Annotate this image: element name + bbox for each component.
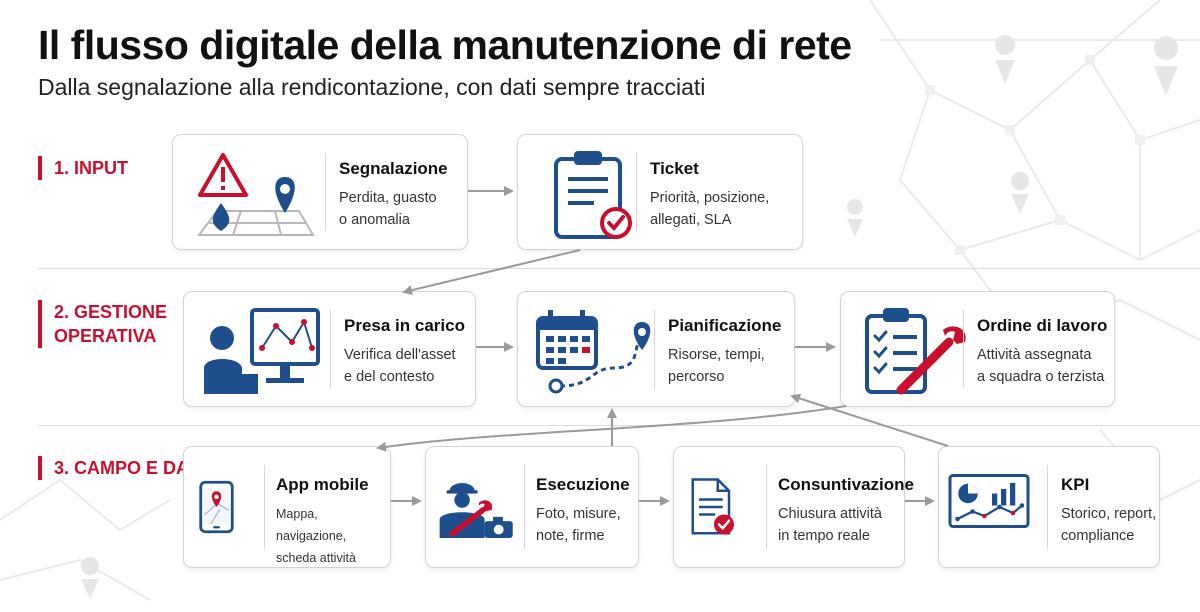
checklist-wrench-icon (865, 308, 966, 395)
section-label-gestione: 2. GESTIONE OPERATIVA (38, 300, 167, 348)
card-title: Esecuzione (536, 475, 630, 494)
description-line: compliance (1061, 528, 1135, 544)
card-description: Verifica dell'asset e del contesto (344, 344, 456, 388)
dashboard-chart-icon (948, 474, 1030, 528)
description-line: Storico, report, (1061, 506, 1157, 522)
page-title: Il flusso digitale della manutenzione di… (38, 22, 852, 68)
card-description: Risorse, tempi, percorso (668, 344, 765, 388)
card-description: Priorità, posizione, allegati, SLA (650, 187, 769, 231)
section-label-campo: 3. CAMPO E DATI (38, 456, 204, 480)
card-description: Storico, report, compliance (1061, 503, 1156, 547)
card-title: Segnalazione (339, 159, 448, 178)
calendar-route-icon (536, 310, 651, 394)
description-line: Attività assegnata (977, 347, 1092, 363)
description-line: Verifica dell'asset (344, 347, 456, 363)
map-pin-icon (275, 177, 295, 213)
description-line: Perdita, guasto (339, 190, 437, 206)
card-ordine-di-lavoro[interactable]: Ordine di lavoro Attività assegnata a sq… (840, 291, 1115, 407)
card-title: Presa in carico (344, 316, 465, 335)
description-line: in tempo reale (778, 528, 870, 544)
card-description: Chiusura attività in tempo reale (778, 503, 882, 547)
description-line: Risorse, tempi, (668, 347, 765, 363)
section-label-input: 1. INPUT (38, 156, 128, 180)
description-line: Chiusura attività (778, 506, 882, 522)
description-line: Foto, misure, (536, 506, 621, 522)
card-title: App mobile (276, 475, 369, 494)
card-title: Ticket (650, 159, 699, 178)
card-consuntivazione[interactable]: Consuntivazione Chiusura attività in tem… (673, 446, 914, 568)
card-ticket[interactable]: Ticket Priorità, posizione, allegati, SL… (517, 134, 803, 250)
clipboard-check-icon (554, 151, 632, 239)
technician-camera-icon (439, 483, 513, 538)
water-drop-icon (212, 203, 230, 231)
card-esecuzione[interactable]: Esecuzione Foto, misure, note, firme (425, 446, 639, 568)
description-line: scheda attività (276, 551, 356, 565)
section-label-line: 1. INPUT (54, 158, 129, 178)
description-line: note, firme (536, 528, 605, 544)
segnalazione-icon-group (197, 153, 315, 236)
section-label-line: 2. GESTIONE (54, 302, 168, 322)
card-description: Attività assegnata a squadra o terzista (977, 344, 1104, 388)
smartphone-map-icon (199, 480, 234, 534)
card-description: Mappa, navigazione, scheda attività (276, 503, 390, 569)
card-description: Foto, misure, note, firme (536, 503, 621, 547)
document-check-icon (691, 478, 734, 535)
card-description: Perdita, guasto o anomalia (339, 187, 437, 231)
page-subtitle: Dalla segnalazione alla rendicontazione,… (38, 74, 706, 100)
card-title: Ordine di lavoro (977, 316, 1108, 335)
description-line: percorso (668, 369, 725, 385)
card-title: Pianificazione (668, 316, 782, 335)
description-line: Priorità, posizione, (650, 190, 770, 206)
card-title: KPI (1061, 475, 1090, 494)
card-app-mobile[interactable]: App mobile Mappa, navigazione, scheda at… (183, 446, 391, 568)
description-line: o anomalia (339, 212, 410, 228)
card-pianificazione[interactable]: Pianificazione Risorse, tempi, percorso (517, 291, 795, 407)
card-presa-in-carico[interactable]: Presa in carico Verifica dell'asset e de… (183, 291, 476, 407)
card-kpi[interactable]: KPI Storico, report, compliance (938, 446, 1160, 568)
section-divider (38, 425, 1200, 426)
section-label-line: OPERATIVA (54, 326, 157, 346)
warning-icon (198, 153, 248, 197)
operator-computer-icon (204, 308, 320, 394)
section-label-line: 3. CAMPO E DATI (54, 458, 204, 478)
description-line: e del contesto (344, 369, 435, 385)
card-title: Consuntivazione (778, 475, 915, 494)
description-line: allegati, SLA (650, 212, 732, 228)
card-segnalazione[interactable]: Segnalazione Perdita, guasto o anomalia (172, 134, 468, 250)
description-line: Mappa, navigazione, (276, 507, 347, 543)
section-divider (38, 268, 1200, 269)
description-line: a squadra o terzista (977, 369, 1105, 385)
